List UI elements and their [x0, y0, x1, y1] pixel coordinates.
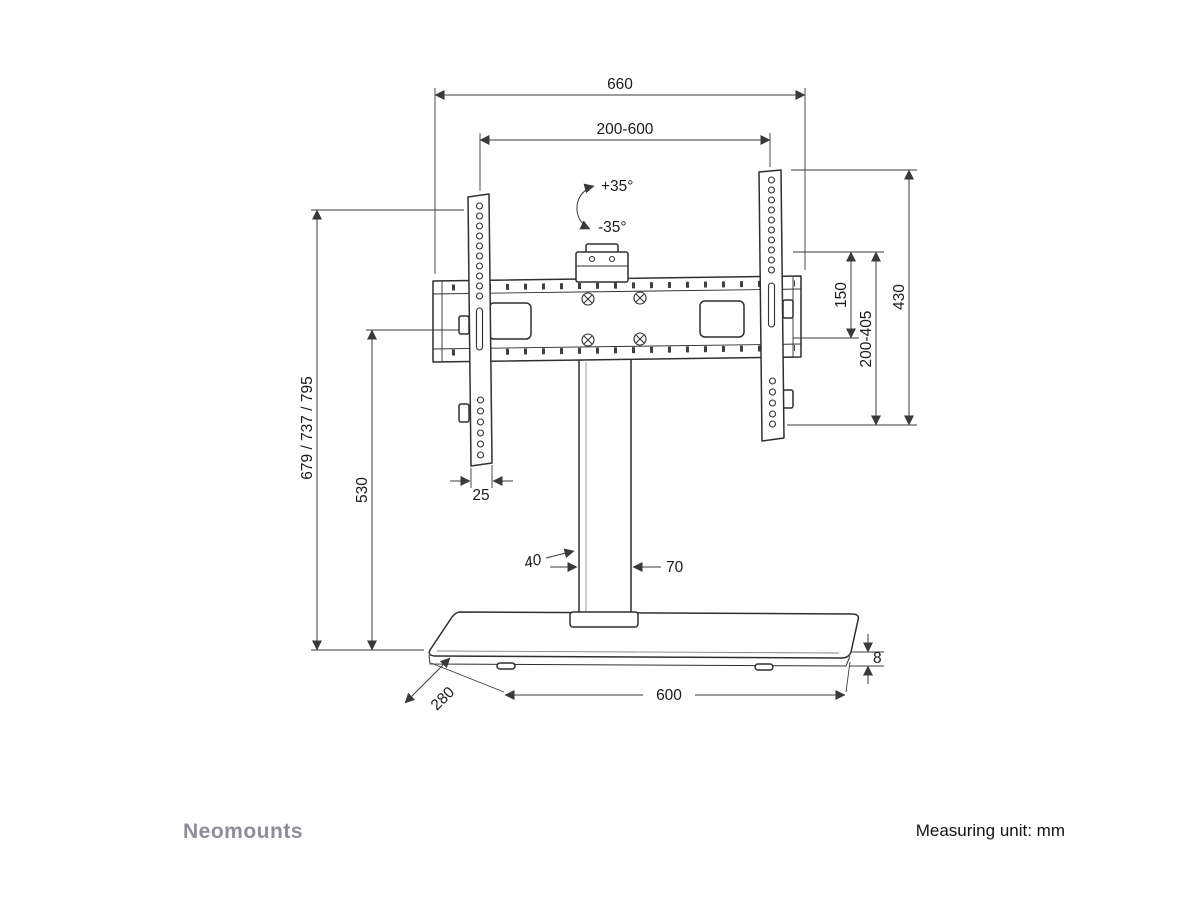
dim-label-base-width: 600: [656, 687, 682, 704]
column-body: [578, 357, 632, 619]
dim-right-stack: 150 200-405 430: [787, 169, 917, 426]
rail-right-hook-upper: [782, 299, 794, 319]
rail-left-holes: [475, 202, 485, 459]
rail-left-hook-lower: [458, 403, 470, 423]
dim-label-tilt-up: +35°: [601, 178, 634, 195]
tv-stand-drawing: [428, 169, 860, 671]
mounting-bar: [432, 275, 802, 363]
dim-label-column-depth: 40: [522, 551, 543, 572]
bar-cutout-left: [488, 302, 532, 340]
dim-base-thickness: 8: [849, 634, 884, 684]
rail-left-hook-upper: [458, 315, 470, 335]
top-clip: [575, 243, 629, 283]
dim-overall-width: 660: [434, 76, 806, 274]
dim-base-depth: 280: [404, 657, 459, 714]
dim-label-bracket-height: 430: [891, 284, 908, 310]
base-plate: [428, 611, 860, 671]
clip-screw-left: [588, 255, 596, 263]
dim-column-depth: 40: [522, 548, 575, 572]
dimensions: 660 200-600 +35° -35° 150 200-405 430: [299, 76, 917, 714]
dim-label-vesa-width: 200-600: [597, 121, 654, 138]
dim-label-hole-span: 150: [833, 282, 850, 308]
bar-cutout-right: [699, 300, 745, 338]
support-column: [569, 357, 639, 628]
footer: Neomounts Measuring unit: mm: [183, 820, 1065, 843]
brand-logo: Neomounts: [183, 820, 303, 843]
dim-label-vesa-height: 200-405: [858, 311, 875, 368]
dim-label-column-height: 530: [354, 477, 371, 503]
clip-screw-right: [608, 255, 616, 263]
dim-label-tilt-down: -35°: [598, 219, 627, 236]
base-foot-left: [496, 662, 516, 670]
rail-right-holes: [767, 176, 777, 428]
dim-column-width: 70: [550, 559, 684, 576]
bar-screws: [581, 291, 647, 347]
bar-fold-bottom: [432, 343, 802, 350]
base-foot-right: [754, 663, 774, 671]
dim-bracket-depth: 25: [450, 465, 513, 504]
dim-label-base-thickness: 8: [873, 650, 882, 667]
dim-label-total-height: 679 / 737 / 795: [299, 376, 316, 479]
dim-total-height: 679 / 737 / 795: [299, 209, 464, 651]
measuring-unit-note: Measuring unit: mm: [916, 821, 1065, 840]
bracket-rail-right: [758, 169, 794, 442]
dim-label-base-depth: 280: [428, 684, 459, 714]
dim-label-column-width: 70: [666, 559, 684, 576]
dim-tilt: +35° -35°: [576, 178, 634, 236]
base-top-face: [428, 611, 860, 659]
dim-label-overall-width: 660: [607, 76, 633, 93]
bar-fold-top: [432, 288, 802, 295]
column-base-collar: [569, 611, 639, 628]
rail-right-hook-lower: [782, 389, 794, 409]
bar-outline: [432, 275, 802, 363]
bracket-rail-left: [458, 193, 493, 467]
dim-vesa-width: 200-600: [479, 121, 771, 191]
base-front-bevel: [436, 650, 840, 654]
clip-body: [575, 251, 629, 283]
dim-base-width: 600: [430, 661, 851, 704]
dim-label-bracket-depth: 25: [472, 487, 489, 504]
dim-column-height: 530: [354, 329, 459, 651]
